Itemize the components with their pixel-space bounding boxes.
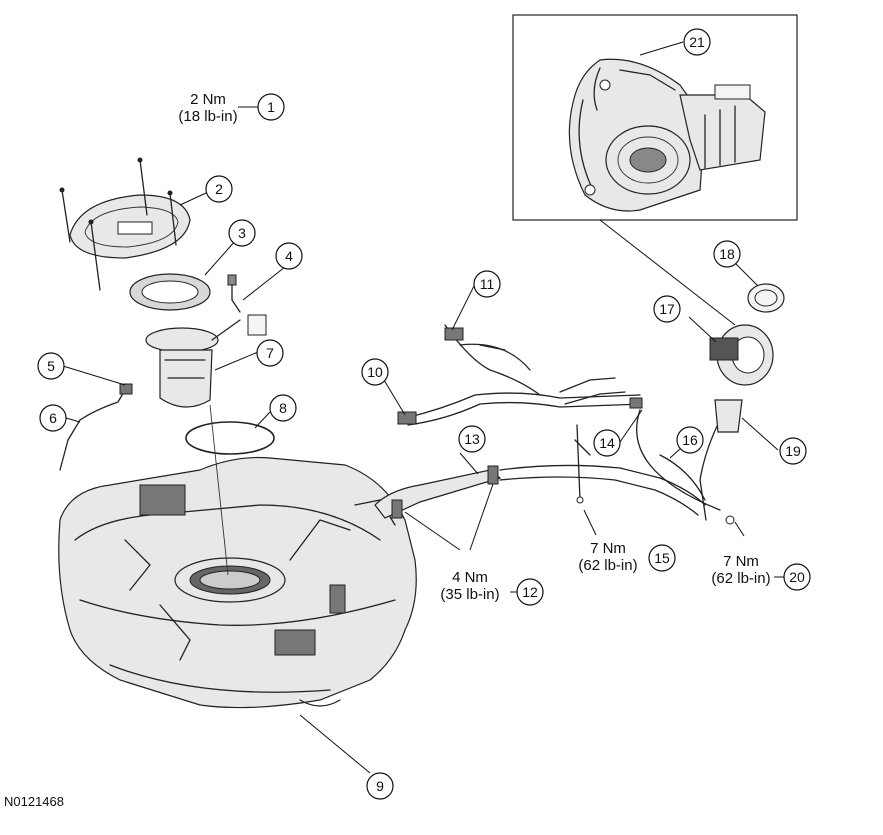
callout-10: 10 (361, 358, 389, 386)
svg-text:2: 2 (215, 181, 223, 197)
svg-text:21: 21 (689, 34, 705, 50)
torque-spec-1: 2 Nm (18 lb-in) (178, 91, 237, 125)
svg-text:13: 13 (464, 431, 480, 447)
module-seal (129, 273, 211, 311)
torque-spec-15: 7 Nm (62 lb-in) (578, 540, 637, 574)
svg-text:20: 20 (789, 569, 805, 585)
svg-text:19: 19 (785, 443, 801, 459)
callout-14: 14 (593, 429, 621, 457)
callout-21: 21 (683, 28, 711, 56)
callout-15: 15 (648, 544, 676, 572)
svg-text:3: 3 (238, 225, 246, 241)
fuel-filler-door (747, 283, 785, 313)
detail-inset-filler-housing (512, 14, 798, 221)
svg-text:6: 6 (49, 410, 57, 426)
torque-spec-12: 4 Nm (35 lb-in) (440, 569, 499, 603)
svg-text:17: 17 (659, 301, 675, 317)
callout-9: 9 (366, 772, 394, 800)
callout-3: 3 (228, 219, 256, 247)
fuel-vapor-lines (397, 324, 643, 426)
filler-door-housing (709, 324, 774, 386)
callout-19: 19 (779, 437, 807, 465)
bolts-and-brackets (574, 424, 591, 504)
svg-text:8: 8 (279, 400, 287, 416)
svg-text:(62 lb-in): (62 lb-in) (578, 557, 637, 574)
leader-lines (62, 41, 790, 593)
svg-text:12: 12 (522, 584, 538, 600)
callout-8: 8 (269, 394, 297, 422)
svg-text:15: 15 (654, 550, 670, 566)
callout-17: 17 (653, 295, 681, 323)
svg-text:10: 10 (367, 364, 383, 380)
svg-text:(62 lb-in): (62 lb-in) (711, 570, 770, 587)
svg-text:4: 4 (285, 248, 293, 264)
callout-1: 1 (257, 93, 285, 121)
fuel-tank (58, 456, 417, 709)
svg-text:(35 lb-in): (35 lb-in) (440, 586, 499, 603)
vent-hose (636, 409, 721, 511)
callout-16: 16 (676, 426, 704, 454)
callout-12: 12 (516, 578, 544, 606)
callout-4: 4 (275, 242, 303, 270)
svg-text:7 Nm: 7 Nm (590, 540, 626, 557)
callout-20: 20 (783, 563, 811, 591)
callout-11: 11 (473, 270, 501, 298)
svg-text:2 Nm: 2 Nm (190, 91, 226, 108)
svg-text:7 Nm: 7 Nm (723, 553, 759, 570)
callout-5: 5 (37, 352, 65, 380)
callout-2: 2 (205, 175, 233, 203)
svg-text:14: 14 (599, 435, 615, 451)
svg-text:(18 lb-in): (18 lb-in) (178, 108, 237, 125)
svg-text:18: 18 (719, 246, 735, 262)
svg-text:7: 7 (266, 345, 274, 361)
svg-text:16: 16 (682, 432, 698, 448)
lock-ring (69, 194, 191, 259)
filler-pipe (699, 399, 743, 525)
callout-13: 13 (458, 425, 486, 453)
fuel-pump-module (145, 314, 267, 408)
svg-text:5: 5 (47, 358, 55, 374)
svg-text:4 Nm: 4 Nm (452, 569, 488, 586)
callout-7: 7 (256, 339, 284, 367)
o-ring-seal (185, 421, 275, 455)
callout-18: 18 (713, 240, 741, 268)
svg-text:9: 9 (376, 778, 384, 794)
svg-text:11: 11 (480, 276, 495, 292)
supply-tube (59, 383, 133, 471)
fuel-level-sender (227, 274, 241, 313)
torque-spec-20: 7 Nm (62 lb-in) (711, 553, 770, 587)
filler-pipe-hose (374, 464, 706, 519)
figure-id: N0121468 (4, 794, 64, 809)
callout-6: 6 (39, 404, 67, 432)
svg-text:1: 1 (267, 99, 275, 115)
mounting-bolts (59, 157, 177, 291)
